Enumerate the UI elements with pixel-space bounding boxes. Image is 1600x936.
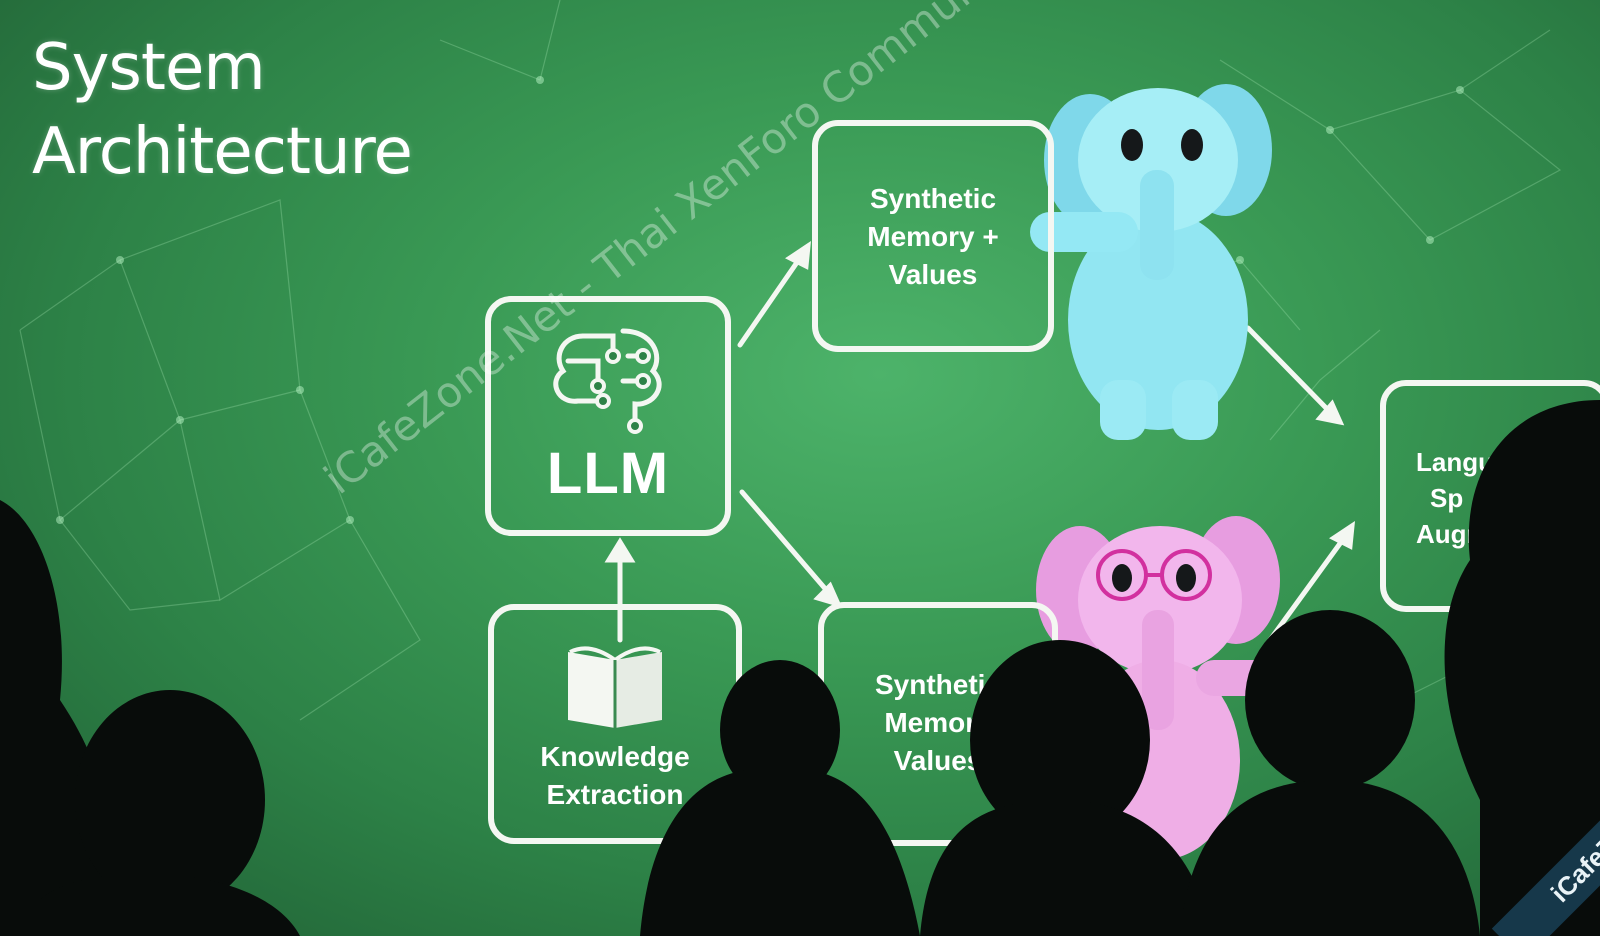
synthetic-memory-bottom-node: Synthetic Memory Values	[818, 602, 1058, 846]
blue-elephant-mascot	[1030, 84, 1272, 440]
synthetic-memory-top-node: Synthetic Memory + Values	[812, 120, 1054, 352]
knowledge-line-1: Knowledge	[540, 741, 690, 772]
lang-line-2: Sp	[1430, 483, 1464, 513]
knowledge-extraction-label: Knowledge Extraction	[494, 738, 736, 814]
knowledge-extraction-node: Knowledge Extraction	[488, 604, 742, 844]
slide-title-line-2: Architecture	[32, 115, 413, 189]
language-node-label: Langu Sp Augr	[1398, 444, 1600, 552]
synthetic-top-line-3: Values	[888, 259, 978, 290]
lang-line-3: Augr	[1416, 519, 1477, 549]
slide-title-line-1: System	[32, 31, 266, 105]
synthetic-top-line-1: Synthetic	[869, 183, 997, 214]
synthetic-bottom-line-3: Values	[893, 745, 983, 776]
synthetic-bottom-line-2: Memory	[884, 707, 992, 738]
open-book-icon	[568, 646, 662, 728]
pink-elephant-mascot	[1036, 516, 1280, 860]
synthetic-memory-bottom-label: Synthetic Memory Values	[824, 666, 1052, 780]
language-node: Langu Sp Augr	[1380, 380, 1600, 612]
synthetic-bottom-line-1: Synthetic	[874, 669, 1002, 700]
llm-node: LLM	[485, 296, 731, 536]
slide-title: System Architecture	[32, 26, 413, 194]
brain-circuit-icon	[553, 328, 662, 434]
llm-label: LLM	[546, 441, 670, 506]
lang-line-1: Langu	[1416, 447, 1494, 477]
knowledge-line-2: Extraction	[546, 779, 684, 810]
synthetic-memory-top-label: Synthetic Memory + Values	[818, 180, 1048, 294]
synthetic-top-line-2: Memory +	[867, 221, 999, 252]
